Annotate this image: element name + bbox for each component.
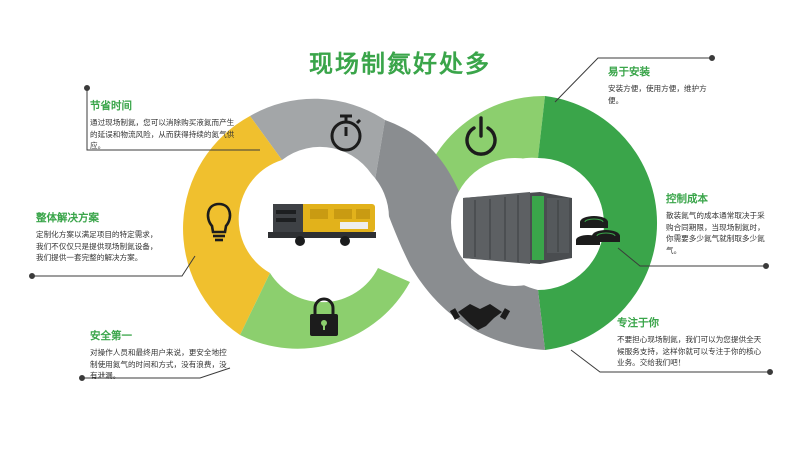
page-title: 现场制氮好处多 [309, 50, 491, 78]
callout-cost-body: 散装氮气的成本通常取决于采购合同期限，当现场制氮时，你需要多少氮气就制取多少氮气… [666, 211, 765, 255]
callout-safety: 安全第一 对操作人员和最终用户来说，更安全地控制使用氮气的时间和方式，没有浪费，… [90, 328, 230, 382]
callout-focus: 专注于你 不要担心现场制氮，我们可以为您提供全天候服务支持，这样你就可以专注于你… [617, 315, 767, 369]
stopwatch-icon [330, 114, 362, 152]
segment-cost [538, 96, 658, 350]
callout-solution: 整体解决方案 定制化方案以满足项目的特定需求，我们不仅仅只是提供现场制氮设备，我… [36, 210, 160, 264]
portable-compressor-image [268, 204, 376, 246]
callout-safety-body: 对操作人员和最终用户来说，更安全地控制使用氮气的时间和方式，没有浪费，没有泄漏。 [90, 348, 227, 380]
callout-safety-heading: 安全第一 [90, 330, 132, 342]
callout-connectors [29, 55, 773, 381]
callout-cost-heading: 控制成本 [666, 193, 708, 205]
callout-install: 易于安装 安装方便，使用方便，维护方便。 [608, 64, 708, 106]
segment-safety [240, 268, 410, 349]
power-icon [465, 116, 497, 156]
callout-install-heading: 易于安装 [608, 66, 650, 78]
callout-cost: 控制成本 散装氮气的成本通常取决于采购合同期限，当现场制氮时，你需要多少氮气就制… [666, 191, 770, 256]
nitrogen-container-image [463, 192, 572, 264]
callout-solution-body: 定制化方案以满足项目的特定需求，我们不仅仅只是提供现场制氮设备，我们提供一套完整… [36, 230, 158, 262]
padlock-icon [310, 297, 338, 336]
segment-time [250, 98, 385, 180]
callout-time: 节省时间 通过现场制氮，您可以消除购买液氮而产生的延误和物流风险，从而获得持续的… [90, 98, 240, 152]
callout-solution-heading: 整体解决方案 [36, 212, 99, 224]
callout-time-heading: 节省时间 [90, 100, 132, 112]
callout-focus-heading: 专注于你 [617, 317, 659, 329]
callout-install-body: 安装方便，使用方便，维护方便。 [608, 84, 707, 105]
lightbulb-icon [206, 202, 232, 242]
segment-solution [183, 116, 282, 335]
handshake-icon [449, 304, 511, 330]
callout-focus-body: 不要担心现场制氮，我们可以为您提供全天候服务支持，这样你就可以专注于你的核心业务… [617, 335, 762, 367]
coins-icon [576, 216, 620, 245]
callout-time-body: 通过现场制氮，您可以消除购买液氮而产生的延误和物流风险，从而获得持续的氮气供应。 [90, 118, 235, 150]
